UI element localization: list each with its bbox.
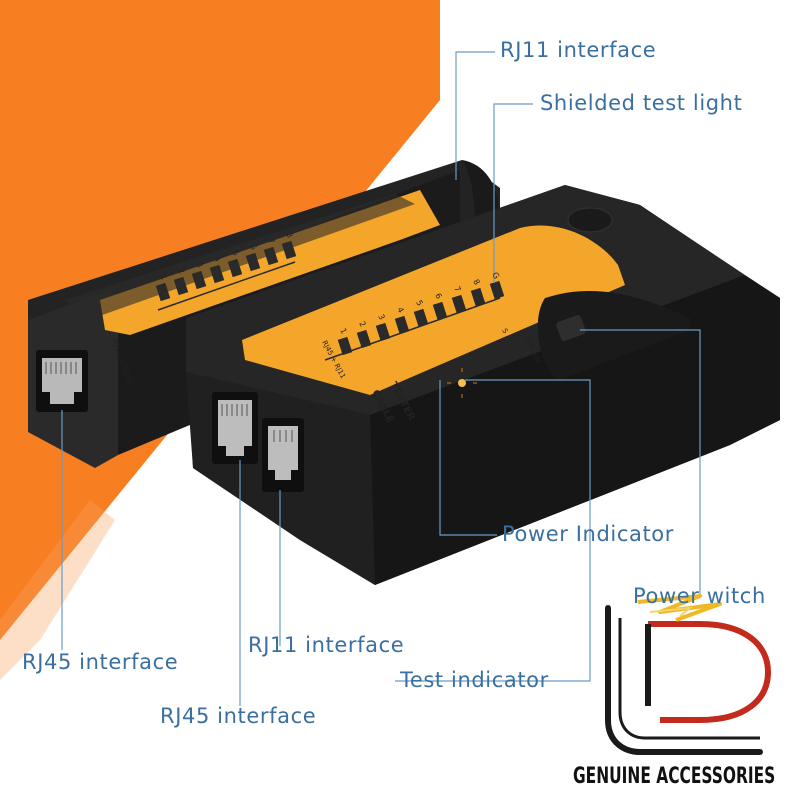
power-indicator-led — [458, 379, 466, 387]
callout-line-shielded — [493, 103, 533, 283]
remote-unit-bevel — [64, 194, 415, 318]
main-rj11-contacts — [268, 426, 298, 470]
main-led-number: 1 — [338, 327, 348, 336]
callout-rj11-top: RJ11 interface — [500, 38, 657, 62]
remote-led-number: 8 — [284, 231, 294, 240]
main-unit-button — [567, 207, 613, 233]
main-port-pins — [221, 404, 293, 442]
callout-test-indicator: Test indicator — [400, 668, 549, 692]
callout-rj45-left: RJ45 interface — [22, 650, 179, 674]
callout-power-indicator: Power Indicator — [502, 522, 674, 546]
callout-rj11-bottom: RJ11 interface — [248, 633, 405, 657]
main-led-number: 5 — [414, 299, 424, 308]
main-led-underline — [324, 297, 501, 361]
remote-led-number: 1 — [158, 273, 168, 282]
main-rj45-contacts — [218, 400, 252, 446]
switch-recess — [537, 290, 690, 380]
main-led-number: 4 — [395, 306, 405, 315]
remote-led-number: 2 — [176, 267, 186, 276]
orange-shadow — [0, 500, 115, 680]
main-led-row — [337, 280, 505, 356]
main-led-number: 7 — [452, 285, 462, 294]
remote-led-number: 4 — [212, 255, 222, 264]
remote-led-row — [155, 240, 297, 302]
callout-power-switch: Power witch — [633, 584, 766, 608]
main-led-number: 8 — [471, 278, 481, 287]
callout-line-test-indicator — [395, 379, 591, 682]
callout-rj45-bottom: RJ45 interface — [160, 704, 317, 728]
callout-line-power-indicator — [439, 380, 497, 536]
remote-rj45-pins — [45, 362, 77, 374]
remote-rj45-contacts — [42, 358, 82, 392]
main-rj45-latch — [226, 444, 244, 456]
callout-shielded-test-light: Shielded test light — [540, 91, 743, 115]
main-rj11-latch — [275, 468, 291, 480]
switch-label-s: S — [500, 327, 509, 335]
remote-led-number: 5 — [230, 249, 240, 258]
remote-led-number: 6 — [248, 243, 258, 252]
remote-rj45-latch — [50, 392, 74, 404]
main-unit-side — [370, 275, 780, 585]
power-indicator-rays — [447, 368, 477, 398]
main-led-number: 6 — [433, 292, 443, 301]
callout-lines — [61, 51, 701, 706]
power-switch[interactable] — [555, 314, 586, 342]
callout-line-rj11-top — [455, 51, 495, 180]
main-led-number: G — [490, 271, 501, 281]
brand-tagline: GENUINE ACCESSORIES — [573, 764, 776, 789]
remote-led-number: 7 — [266, 237, 276, 246]
remote-led-underline — [157, 261, 296, 311]
lp-logo-icon — [605, 594, 772, 755]
main-led-number: 2 — [357, 320, 367, 329]
remote-led-number: 3 — [194, 261, 204, 270]
main-led-number: 3 — [376, 313, 386, 322]
main-unit: CABLE TESTER RJ45 + RJ11 OFF ON S — [186, 185, 780, 585]
main-unit-panel — [242, 225, 625, 395]
callout-line-power-switch — [580, 329, 701, 598]
